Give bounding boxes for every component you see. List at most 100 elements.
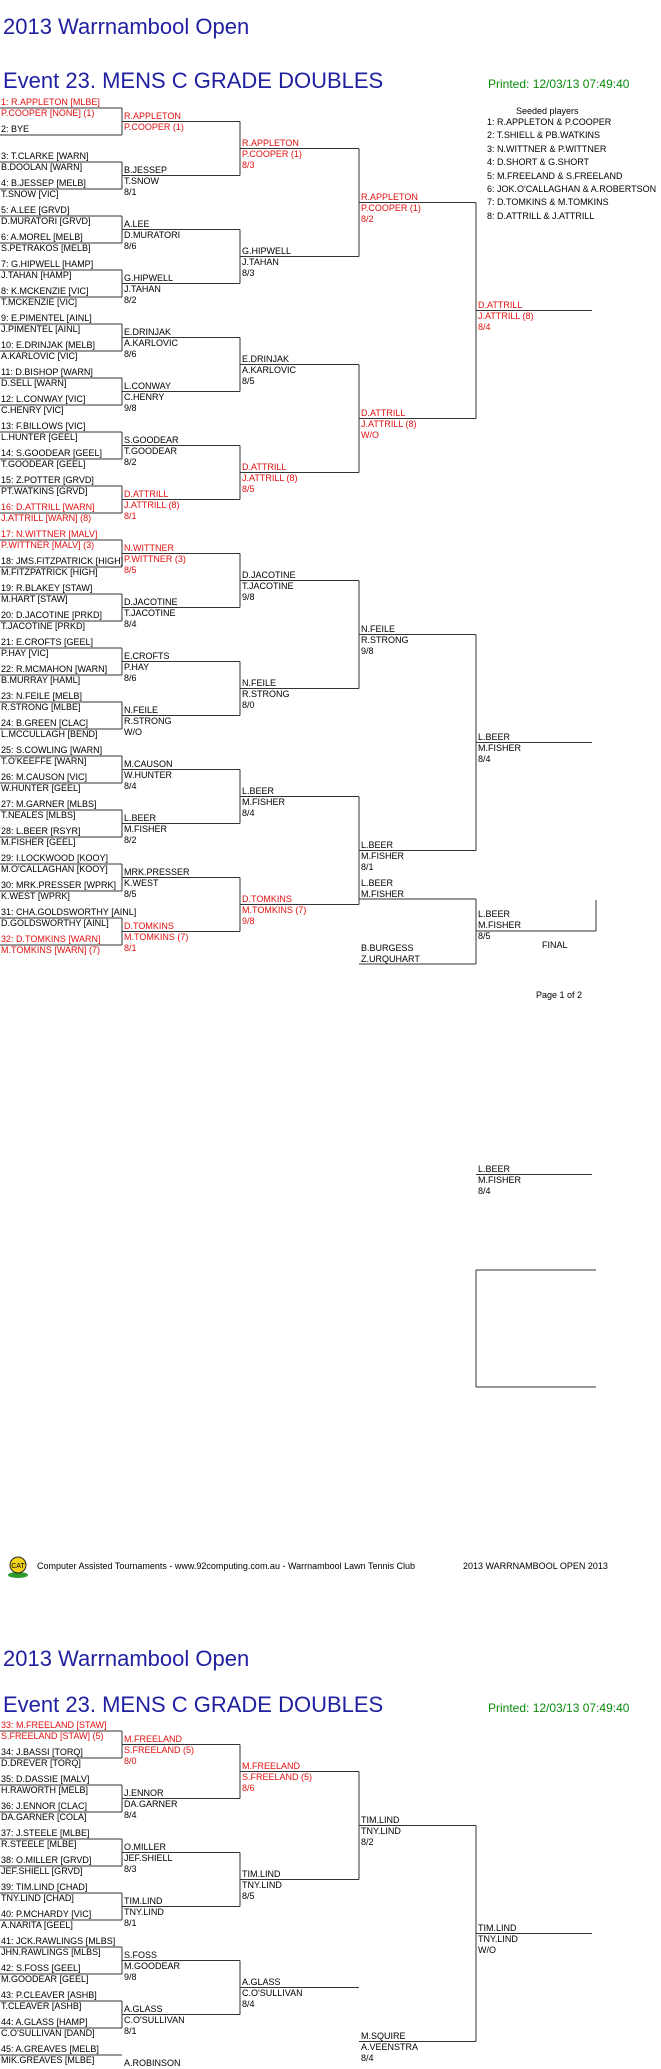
seed-entry: 2: T.SHIELL & PB.WATKINS	[487, 130, 601, 141]
entry-player-1: 10: E.DRINJAK [MELB]	[1, 340, 96, 350]
entry-player-1: 20: D.JACOTINE [PRKD]	[1, 610, 103, 620]
entry-score: 8/2	[124, 456, 137, 467]
entry-player-2: S.FREELAND (5)	[124, 1744, 195, 1755]
entry-player-1: 2: BYE	[1, 124, 30, 134]
entry-player-2: T.CLEAVER [ASHB]	[1, 2001, 82, 2011]
entry-player-1: 14: S.GOODEAR [GEEL]	[1, 448, 103, 458]
entry-score: 8/2	[124, 294, 137, 305]
entry-player-2: T.JACOTINE	[242, 580, 294, 591]
entry-player-2: J.ATTRILL (8)	[242, 472, 298, 483]
entry-player-2: C.O'SULLIVAN [DAND]	[1, 2028, 95, 2038]
entry-player-1: L.CONWAY	[124, 380, 172, 391]
footer-tournament: 2013 WARRNAMBOOL OPEN 2013	[463, 1561, 608, 1571]
entry-player-1: M.FREELAND	[242, 1760, 301, 1771]
entry-player-1: R.APPLETON	[124, 110, 181, 121]
entry-player-2: L.HUNTER [GEEL]	[1, 432, 78, 442]
entry-player-2: P.HAY [VIC]	[1, 648, 49, 658]
entry-score: 9/8	[242, 915, 255, 926]
entry-score: 9/8	[242, 591, 255, 602]
entry-player-1: D.TOMKINS	[242, 893, 292, 904]
entry-player-2: M.TOMKINS [WARN] (7)	[1, 945, 100, 955]
entry-player-2: A.VEENSTRA	[361, 2041, 419, 2052]
entry-score: 9/8	[124, 402, 137, 413]
entry-player-2: J.TAHAN [HAMP]	[1, 270, 72, 280]
entry-player-1: D.TOMKINS	[124, 920, 174, 931]
entry-player-1: 42: S.FOSS [GEEL]	[1, 1963, 81, 1973]
entry-player-1: 5: A.LEE [GRVD]	[1, 205, 70, 215]
entry-player-2: B.MURRAY [HAML]	[1, 675, 81, 685]
entry-player-2: T.O'KEEFFE [WARN]	[1, 756, 87, 766]
seed-entry: 8: D.ATTRILL & J.ATTRILL	[487, 210, 595, 221]
entry-player-2: J.TAHAN	[124, 283, 161, 294]
printed-timestamp-2: Printed: 12/03/13 07:49:40	[488, 1701, 630, 1715]
tournament-title-2: 2013 Warrnambool Open	[3, 1646, 250, 1671]
entry-score: 8/1	[124, 510, 137, 521]
entry-player-2: K.WEST	[124, 877, 159, 888]
entry-player-2: D.GOLDSWORTHY [AINL]	[1, 918, 109, 928]
entry-player-1: 34: J.BASSI [TORQ]	[1, 1747, 83, 1757]
entry-player-1: M.CAUSON	[124, 758, 173, 769]
entry-player-2: P.WITTNER [MALV] (3)	[1, 540, 95, 550]
entry-player-2: J.ATTRILL (8)	[124, 499, 180, 510]
entry-player-1: S.FOSS	[124, 1949, 158, 1960]
entry-player-2: W.HUNTER [GEEL]	[1, 783, 81, 793]
entry-player-2: M.O'CALLAGHAN [KOOY]	[1, 864, 108, 874]
other-semi-player-1: B.BURGESS	[361, 943, 414, 953]
entry-player-2: P.COOPER [NONE] (1)	[1, 108, 95, 118]
entry-player-1: 4: B.JESSEP [MELB]	[1, 178, 86, 188]
entry-player-2: T.JACOTINE	[124, 607, 176, 618]
entry-score: 8/1	[124, 2025, 137, 2036]
entry-player-2: K.WEST [WPRK]	[1, 891, 70, 901]
entry-player-1: 16: D.ATTRILL [WARN]	[1, 502, 95, 512]
entry-player-2: W.HUNTER	[124, 769, 172, 780]
entry-score: 8/6	[124, 240, 137, 251]
entry-score: 8/6	[242, 1782, 255, 1793]
entry-player-2: M.HART [STAW]	[1, 594, 68, 604]
entry-score: 8/5	[242, 1890, 255, 1901]
entry-player-2: A.KARLOVIC	[124, 337, 179, 348]
semi-final-player-2: M.FISHER	[361, 889, 405, 899]
entry-player-1: 41: JCK.RAWLINGS [MLBS]	[1, 1936, 116, 1946]
entry-player-1: 44: A.GLASS [HAMP]	[1, 2017, 88, 2027]
entry-player-2: T.SNOW [VIC]	[1, 189, 59, 199]
entry-player-2: TNY.LIND	[478, 1933, 518, 1944]
entry-player-1: M.SQUIRE	[361, 2030, 406, 2041]
entry-player-2: A.KARLOVIC	[242, 364, 297, 375]
entry-score: 8/1	[124, 1917, 137, 1928]
bracket-lines	[0, 1730, 592, 2056]
entry-player-1: 12: L.CONWAY [VIC]	[1, 394, 86, 404]
entry-player-1: 38: O.MILLER [GRVD]	[1, 1855, 92, 1865]
entry-player-1: 13: F.BILLOWS [VIC]	[1, 421, 86, 431]
entry-player-2: R.STRONG	[242, 688, 290, 699]
entry-player-2: R.STEELE [MLBE]	[1, 1839, 77, 1849]
entry-player-1: O.MILLER	[124, 1841, 167, 1852]
entry-player-2: P.COOPER (1)	[242, 148, 302, 159]
semi-final-player-1: L.BEER	[361, 878, 394, 888]
entry-player-1: A.GLASS	[242, 1976, 281, 1987]
final-score: 8/5	[478, 931, 491, 941]
entry-player-2: M.FISHER [GEEL]	[1, 837, 76, 847]
entry-player-2: TNY.LIND [CHAD]	[1, 1893, 74, 1903]
entry-player-1: D.ATTRILL	[361, 407, 406, 418]
entry-player-2: DA.GARNER [COLA]	[1, 1812, 87, 1822]
entry-player-1: D.JACOTINE	[242, 569, 296, 580]
entry-player-2: C.HENRY	[124, 391, 165, 402]
entry-player-1: 19: R.BLAKEY [STAW]	[1, 583, 93, 593]
entry-player-2: MIK.GREAVES [MLBE]	[1, 2055, 95, 2065]
seed-entry: 6: JOK.O'CALLAGHAN & A.ROBERTSON	[487, 184, 657, 194]
entry-player-2: C.O'SULLIVAN	[124, 2014, 185, 2025]
bracket-lines	[0, 107, 597, 1388]
entry-score: 8/0	[242, 699, 255, 710]
entry-player-1: M.FREELAND	[124, 1733, 183, 1744]
entry-player-2: M.FISHER	[242, 796, 286, 807]
entry-player-1: TIM.LIND	[361, 1814, 400, 1825]
entry-player-2: T.MCKENZIE [VIC]	[1, 297, 78, 307]
entry-player-1: 24: B.GREEN [CLAC]	[1, 718, 89, 728]
entry-player-1: N.WITTNER	[124, 542, 174, 553]
seed-entry: 7: D.TOMKINS & M.TOMKINS	[487, 197, 609, 208]
entry-player-1: 31: CHA.GOLDSWORTHY [AINL]	[1, 907, 137, 917]
entry-score: 8/3	[242, 267, 255, 278]
entry-player-2: M.GOODEAR	[124, 1960, 181, 1971]
entry-player-2: T.GOODEAR [GEEL]	[1, 459, 86, 469]
entry-score: 8/2	[361, 213, 374, 224]
